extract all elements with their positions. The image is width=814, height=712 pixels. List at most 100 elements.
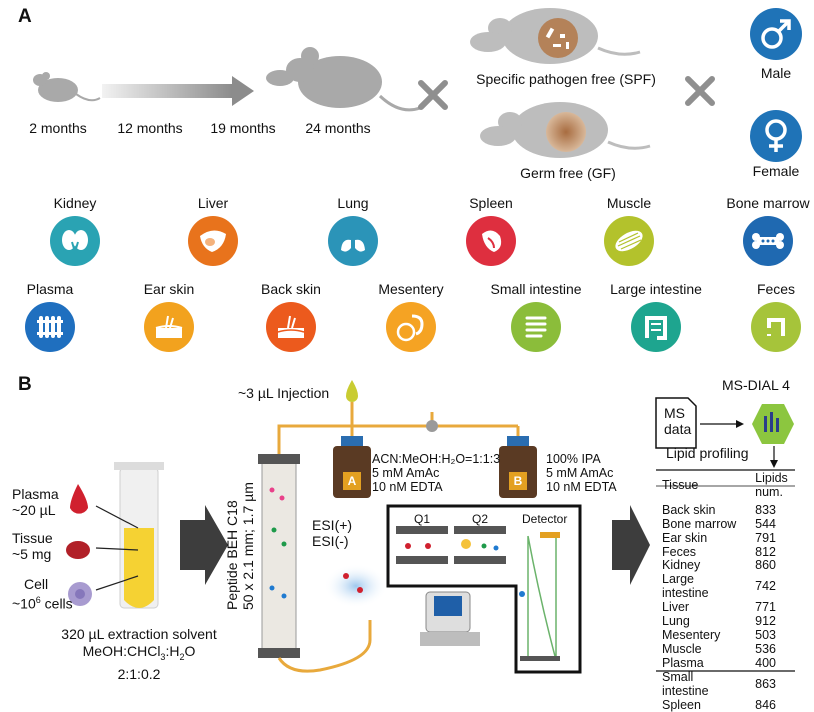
- tissue-label-small-intestine: Small intestine: [490, 281, 581, 297]
- tissue-cell: Ear skin: [658, 532, 741, 546]
- male-label: Male: [761, 65, 791, 81]
- kidney-icon: [50, 216, 100, 266]
- tissue-cell: Bone marrow: [658, 518, 741, 532]
- cell-sample-label: Cell ~106 cells: [12, 576, 73, 612]
- tissue-cell: Muscle: [658, 643, 741, 657]
- mass-spectrometer-icon: [388, 506, 580, 672]
- tissue-label-bone-marrow: Bone marrow: [726, 195, 809, 211]
- lipid-count-cell: 860: [741, 559, 814, 573]
- young-mouse-icon: [33, 72, 100, 102]
- lipid-count-cell: 791: [741, 532, 814, 546]
- lipid-count-cell: 846: [741, 699, 814, 712]
- mobile-phase-a-line: 5 mM AmAc: [372, 466, 500, 480]
- ms-dial-label: MS-DIAL 4: [722, 377, 790, 393]
- column-dimensions: 50 x 2.1 mm; 1.7 µm: [240, 482, 256, 610]
- lipid-count-cell: 812: [741, 546, 814, 560]
- feces-icon: [751, 302, 801, 352]
- lipid-count-cell: 742: [741, 573, 814, 601]
- lipid-count-cell: 536: [741, 643, 814, 657]
- mobile-phase-b-line: 100% IPA: [546, 452, 617, 466]
- lung-icon: [328, 216, 378, 266]
- lipid-count-cell: 544: [741, 518, 814, 532]
- lipid-profiling-label: Lipid profiling: [666, 445, 749, 461]
- spf-mouse-icon: [470, 8, 640, 64]
- tissue-sample-name: Tissue: [12, 530, 53, 546]
- instrument-unit-icon: [420, 592, 480, 646]
- back-skin-icon: [266, 302, 316, 352]
- lipid-count-cell: 833: [741, 504, 814, 518]
- ear-skin-icon: [144, 302, 194, 352]
- cross-icon: [688, 79, 712, 103]
- mobile-phase-a-line: ACN:MeOH:H₂O=1:1:3: [372, 452, 500, 466]
- plasma-sample-label: Plasma ~20 µL: [12, 486, 59, 518]
- mobile-phase-a-line: 10 nM EDTA: [372, 480, 500, 494]
- small-intestine-icon: [511, 302, 561, 352]
- tissue-cell: Spleen: [658, 699, 741, 712]
- tissue-organ-icon: [66, 541, 90, 559]
- cell-sample-name: Cell: [12, 576, 73, 592]
- age-arrow-icon: [102, 76, 254, 106]
- tissue-label-spleen: Spleen: [469, 195, 513, 211]
- table-header: Lipids num.: [741, 472, 814, 504]
- esi-positive: ESI(+): [312, 517, 352, 533]
- extraction-ratio: 2:1:0.2: [61, 666, 216, 683]
- mobile-phase-b-line: 10 nM EDTA: [546, 480, 617, 494]
- muscle-icon: [604, 216, 654, 266]
- tissue-label-ear-skin: Ear skin: [144, 281, 195, 297]
- tissue-cell: Small intestine: [658, 671, 741, 699]
- q2-label: Q2: [472, 512, 488, 526]
- plasma-sample-amount: ~20 µL: [12, 502, 59, 518]
- female-label: Female: [753, 163, 800, 179]
- extraction-solvent-label: 320 µL extraction solvent MeOH:CHCl3:H2O…: [61, 626, 216, 683]
- extraction-volume: 320 µL extraction solvent: [61, 626, 216, 643]
- lipid-count-cell: 400: [741, 657, 814, 671]
- tissue-label-liver: Liver: [198, 195, 228, 211]
- ms-data-label: MS data: [664, 405, 691, 437]
- age-label: 2 months: [29, 120, 87, 136]
- detector-label: Detector: [522, 512, 567, 526]
- flow-arrow-icon: [612, 505, 650, 585]
- plasma-sample-name: Plasma: [12, 486, 59, 502]
- mobile-phase-b-text: 100% IPA 5 mM AmAc 10 nM EDTA: [546, 452, 617, 494]
- large-intestine-icon: [631, 302, 681, 352]
- cell-sample-amount: ~106 cells: [12, 592, 73, 612]
- tissue-cell: Mesentery: [658, 629, 741, 643]
- tissue-label-feces: Feces: [757, 281, 795, 297]
- tissue-label-muscle: Muscle: [607, 195, 651, 211]
- extraction-tube-icon: [114, 462, 164, 608]
- column-label: Peptide BEH C18 50 x 2.1 mm; 1.7 µm: [224, 482, 256, 610]
- tissue-cell: Kidney: [658, 559, 741, 573]
- age-label: 24 months: [305, 120, 370, 136]
- age-timeline-graphic: [0, 0, 814, 200]
- tissue-cell: Lung: [658, 615, 741, 629]
- tissue-cell: Liver: [658, 601, 741, 615]
- spf-label: Specific pathogen free (SPF): [476, 71, 656, 87]
- column-name: Peptide BEH C18: [224, 482, 240, 610]
- tissue-cell: Back skin: [658, 504, 741, 518]
- ms-dial-logo-icon: [752, 404, 794, 444]
- liver-icon: [188, 216, 238, 266]
- age-label: 19 months: [210, 120, 275, 136]
- cross-icon: [421, 83, 445, 107]
- tissue-label-plasma: Plasma: [27, 281, 74, 297]
- tissue-label-mesentery: Mesentery: [378, 281, 443, 297]
- bottle-b-letter: B: [509, 474, 527, 488]
- esi-label: ESI(+) ESI(-): [312, 517, 352, 549]
- tissue-sample-label: Tissue ~5 mg: [12, 530, 53, 562]
- solvent-bottle-a-icon: [333, 436, 371, 498]
- spleen-icon: [466, 216, 516, 266]
- female-icon: [750, 110, 802, 162]
